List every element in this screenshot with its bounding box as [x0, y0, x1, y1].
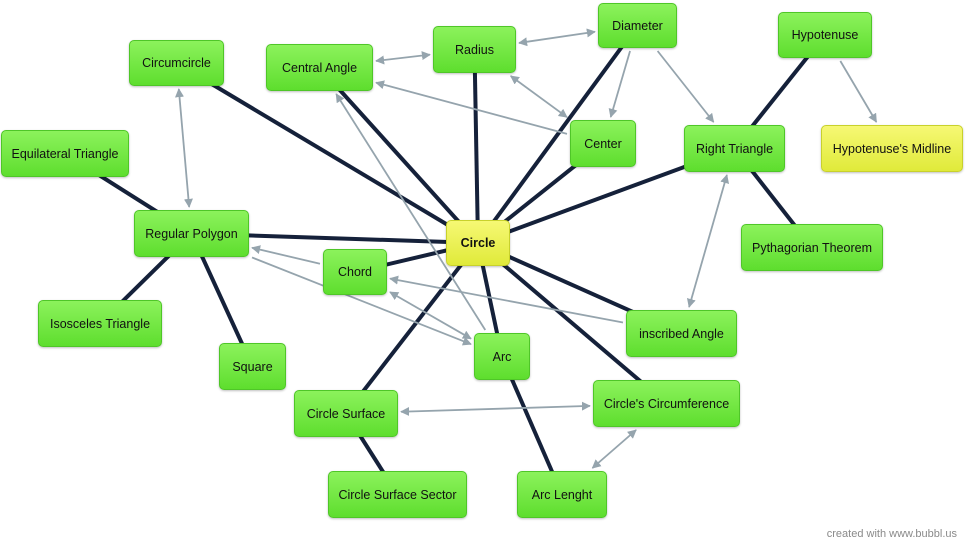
node-circumcircle-label: Circumcircle: [142, 56, 211, 70]
link-arc_length-circles_circumference: [591, 429, 637, 469]
node-center[interactable]: Center: [570, 120, 636, 167]
node-right-triangle[interactable]: Right Triangle: [684, 125, 785, 172]
link-circle-central_angle: [318, 66, 480, 245]
node-circle[interactable]: Circle: [446, 220, 510, 266]
node-arc-length[interactable]: Arc Lenght: [517, 471, 607, 518]
node-circle-surface-label: Circle Surface: [306, 406, 386, 421]
node-center-label: Center: [584, 136, 622, 151]
link-diameter-center: [608, 50, 631, 118]
node-hypotenuse[interactable]: Hypotenuse: [778, 12, 872, 58]
node-radius-label: Radius: [455, 42, 494, 57]
node-circle-label: Circle: [460, 236, 496, 250]
footer-credit: created with www.bubbl.us: [826, 528, 957, 540]
node-diameter-label: Diameter: [612, 18, 663, 33]
node-inscribed-angle-label: inscribed Angle: [639, 326, 724, 341]
node-regular-polygon[interactable]: Regular Polygon: [134, 210, 249, 257]
link-circle-circles_circumference: [476, 241, 668, 406]
link-circle_surface-circles_circumference: [400, 401, 591, 417]
link-central_angle-radius: [375, 51, 431, 65]
node-circle-surface-sector-label: Circle Surface Sector: [338, 487, 457, 502]
node-isosceles-triangle[interactable]: Isosceles Triangle: [38, 300, 162, 347]
node-isosceles-triangle-label: Isosceles Triangle: [49, 316, 151, 331]
node-diameter[interactable]: Diameter: [598, 3, 677, 48]
link-radius-diameter: [518, 28, 596, 47]
node-hypotenuse-midline-label: Hypotenuse's Midline: [832, 141, 952, 156]
link-inscribed_angle-chord: [389, 275, 624, 324]
node-equilateral-triangle[interactable]: Equilateral Triangle: [1, 130, 129, 177]
link-chord-regular_polygon: [251, 245, 321, 265]
node-pythagorean-theorem-label: Pythagorian Theorem: [752, 240, 872, 255]
node-hypotenuse-label: Hypotenuse: [791, 28, 859, 42]
node-arc-length-label: Arc Lenght: [531, 487, 593, 502]
node-hypotenuse-midline[interactable]: Hypotenuse's Midline: [821, 125, 963, 172]
node-circles-circumference[interactable]: Circle's Circumference: [593, 380, 740, 427]
node-equilateral-triangle-label: Equilateral Triangle: [11, 146, 119, 161]
node-radius[interactable]: Radius: [433, 26, 516, 73]
node-chord-label: Chord: [337, 265, 373, 279]
link-diameter-right_triangle: [656, 50, 715, 123]
node-central-angle[interactable]: Central Angle: [266, 44, 373, 91]
link-radius-center: [509, 75, 568, 118]
link-arc-chord: [389, 291, 472, 340]
node-square-label: Square: [232, 359, 273, 374]
link-hypotenuse-hypotenuse_midline: [839, 60, 878, 123]
link-right_triangle-inscribed_angle: [686, 174, 730, 308]
node-central-angle-label: Central Angle: [281, 60, 358, 75]
node-arc[interactable]: Arc: [474, 333, 530, 380]
node-right-triangle-label: Right Triangle: [695, 141, 774, 156]
node-circumcircle[interactable]: Circumcircle: [129, 40, 224, 86]
node-circle-surface[interactable]: Circle Surface: [294, 390, 398, 437]
link-circle-radius: [472, 49, 480, 244]
node-pythagorean-theorem[interactable]: Pythagorian Theorem: [741, 224, 883, 271]
link-circle-diameter: [476, 24, 640, 245]
node-square[interactable]: Square: [219, 343, 286, 390]
node-regular-polygon-label: Regular Polygon: [145, 226, 238, 241]
link-arc-central_angle: [335, 93, 487, 331]
link-center-central_angle: [375, 80, 568, 135]
node-circles-circumference-label: Circle's Circumference: [603, 396, 730, 411]
node-arc-label: Arc: [492, 349, 512, 364]
node-inscribed-angle[interactable]: inscribed Angle: [626, 310, 737, 357]
link-circumcircle-regular_polygon: [175, 88, 193, 208]
node-circle-surface-sector[interactable]: Circle Surface Sector: [328, 471, 467, 518]
node-chord[interactable]: Chord: [323, 249, 387, 295]
link-circle-circumcircle: [175, 61, 480, 245]
